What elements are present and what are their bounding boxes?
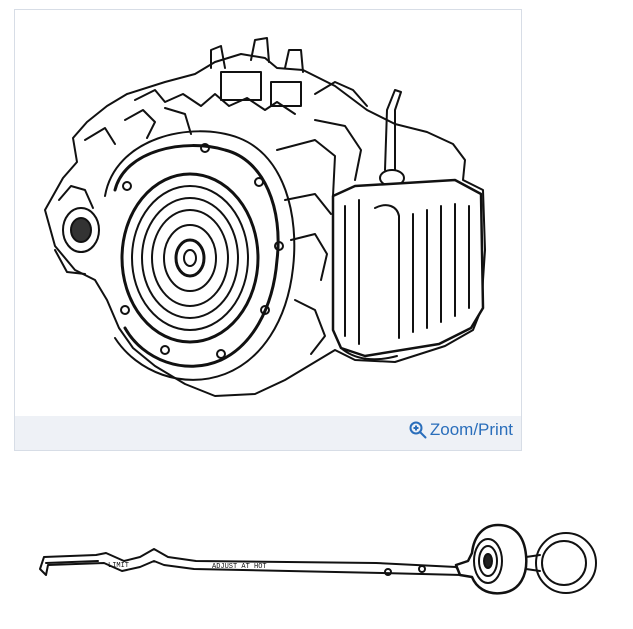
zoom-print-link[interactable]: Zoom/Print bbox=[409, 420, 513, 440]
svg-text:ADJUST AT HOT: ADJUST AT HOT bbox=[212, 563, 267, 571]
image-card-footer: Zoom/Print bbox=[15, 416, 521, 450]
dipstick-illustration: LIMIT ADJUST AT HOT bbox=[36, 517, 602, 601]
zoom-print-label: Zoom/Print bbox=[429, 420, 513, 439]
transaxle-illustration[interactable] bbox=[15, 10, 521, 416]
svg-text:LIMIT: LIMIT bbox=[108, 562, 129, 570]
dipstick-stamp-adjust: ADJUST AT HOT bbox=[212, 563, 267, 571]
magnifier-plus-icon bbox=[409, 421, 427, 439]
dipstick-stamp-limit: LIMIT bbox=[108, 562, 129, 570]
image-card: Zoom/Print bbox=[14, 9, 522, 451]
